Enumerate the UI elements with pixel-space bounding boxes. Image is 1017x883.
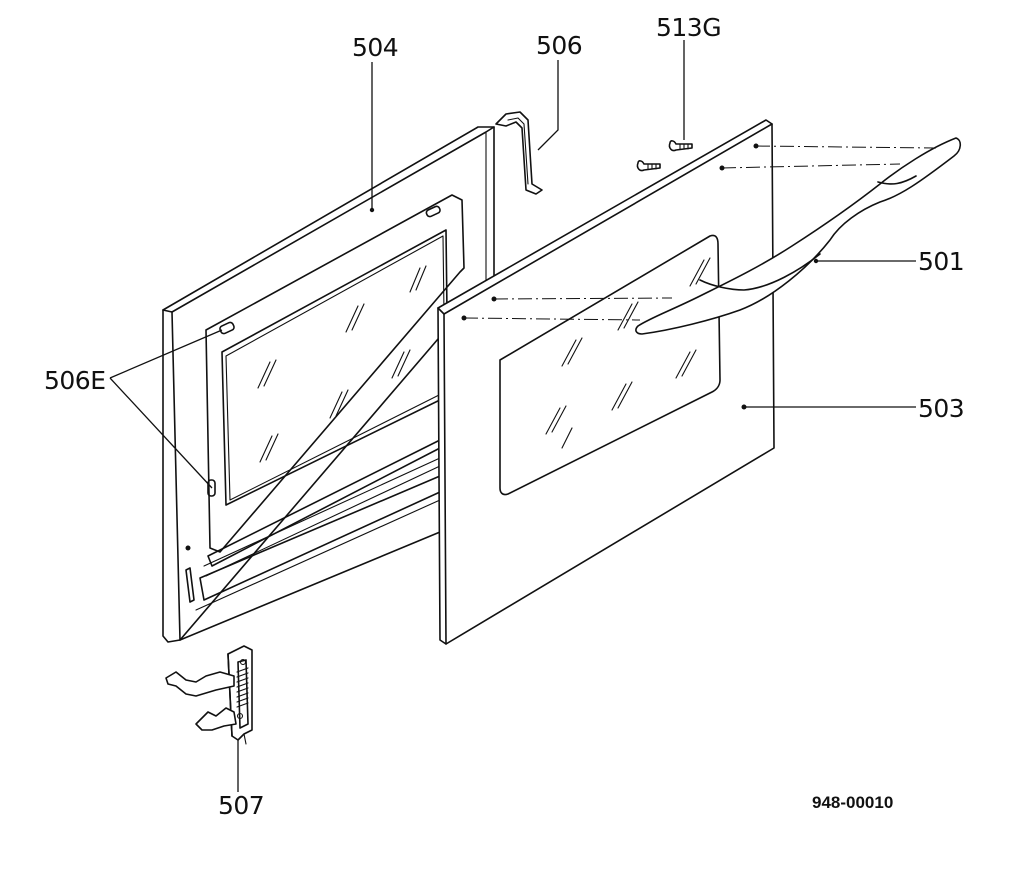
door-handle-501 bbox=[635, 137, 962, 335]
door-hinge-507 bbox=[165, 645, 253, 745]
callout-513g: 513G bbox=[656, 13, 721, 42]
callout-506e: 506E bbox=[44, 366, 106, 395]
document-number: 948-00010 bbox=[812, 793, 893, 812]
door-seal-strip-506 bbox=[495, 111, 543, 195]
callout-507: 507 bbox=[218, 791, 264, 820]
outer-door-glass-503 bbox=[437, 119, 775, 645]
inner-door-frame-504 bbox=[162, 126, 495, 643]
callout-503: 503 bbox=[918, 394, 964, 423]
screws-513g bbox=[636, 140, 693, 172]
assembly-alignment-lines bbox=[463, 145, 937, 321]
callout-504: 504 bbox=[352, 33, 398, 62]
leader-lines bbox=[109, 40, 916, 792]
callout-501: 501 bbox=[918, 247, 964, 276]
callout-506: 506 bbox=[536, 31, 582, 60]
